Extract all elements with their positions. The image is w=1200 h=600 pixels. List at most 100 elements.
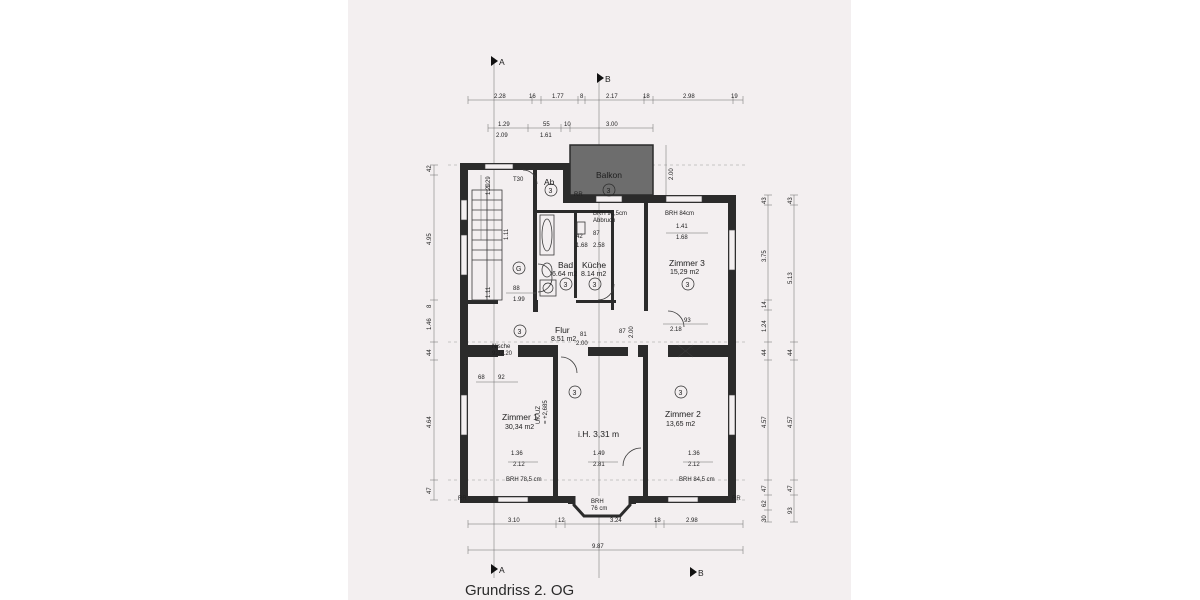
interior-walls	[468, 170, 733, 496]
brh-zimmer1: BRH 78,5 cm	[506, 477, 542, 483]
svg-text:4.57: 4.57	[762, 416, 768, 428]
svg-text:30: 30	[762, 515, 768, 522]
svg-text:1.29: 1.29	[486, 183, 492, 195]
room-number-flur: 3	[518, 329, 522, 336]
svg-text:3.24: 3.24	[610, 518, 622, 524]
plan-paper: A B A B 2.28 16 1.77 8 2.17 18 2.98 19	[348, 0, 851, 600]
svg-text:2.00: 2.00	[669, 168, 675, 180]
svg-text:19: 19	[731, 94, 738, 100]
svg-text:9.87: 9.87	[592, 544, 604, 550]
svg-text:12: 12	[558, 518, 565, 524]
room-name-flur: Flur	[555, 325, 570, 335]
top-dimension-chain-1: 2.28 16 1.77 8 2.17 18 2.98 19	[467, 94, 744, 104]
room-area-flur: 8.51 m2	[551, 336, 576, 343]
dim-st1: 88	[513, 286, 520, 292]
svg-text:1.11: 1.11	[486, 286, 492, 298]
bottom-dimension-chain: 3.10 12 3.24 18 2.98 9.87	[467, 518, 744, 554]
room-area-kueche: 8.14 m2	[581, 271, 606, 278]
dim-fl1: 87	[619, 329, 626, 335]
top-dimension-chain-2: 1.29 55 10 3.00 2.09 1.61	[487, 122, 654, 139]
ukuz-note: UK/UZ	[536, 406, 542, 424]
nische-dim: 92/2.20	[492, 351, 513, 357]
dim-k4: 2.58	[593, 243, 605, 249]
dim-z1c: 1.36	[511, 451, 523, 457]
door-note-t30: T30	[513, 177, 524, 183]
svg-text:B: B	[605, 74, 611, 84]
svg-text:18: 18	[654, 518, 661, 524]
room-number-zimmer2: 3	[679, 390, 683, 397]
inner-dimension-lines	[476, 232, 713, 463]
room-number-kueche: 3	[593, 282, 597, 289]
dim-z2c: 1.36	[688, 451, 700, 457]
svg-text:47: 47	[427, 487, 433, 494]
svg-text:2.09: 2.09	[496, 133, 508, 139]
svg-text:62: 62	[762, 500, 768, 507]
svg-text:16: 16	[529, 94, 536, 100]
rr-note-right: RR	[732, 496, 741, 502]
dim-z2d: 2.12	[688, 462, 700, 468]
dim-k2: 42	[576, 234, 583, 240]
svg-text:93: 93	[788, 507, 794, 514]
svg-text:10: 10	[564, 122, 571, 128]
svg-text:2.17: 2.17	[606, 94, 618, 100]
dim-md: 2.81	[593, 462, 605, 468]
dim-z3d: 2.18	[670, 327, 682, 333]
svg-text:44: 44	[788, 349, 794, 356]
dim-fl3: 81	[580, 332, 587, 338]
brh-zimmer2: BRH 84,5 cm	[679, 477, 715, 483]
section-marker-b-bottom: B	[690, 567, 704, 578]
section-marker-a-bottom: A	[491, 564, 505, 575]
dim-z1d: 2.12	[513, 462, 525, 468]
brh-zimmer3: BRH 84cm	[665, 211, 694, 217]
section-marker-a-top: A	[491, 56, 505, 578]
svg-text:8: 8	[427, 304, 433, 308]
room-name-zimmer2: Zimmer 2	[665, 409, 701, 419]
svg-text:1.77: 1.77	[552, 94, 564, 100]
ukuz-value: = +2,685	[543, 400, 549, 424]
dim-fl4: 2.00	[576, 341, 588, 347]
svg-text:1.24: 1.24	[762, 320, 768, 332]
dim-z3c: 93	[684, 318, 691, 324]
dim-s1: 1.29	[486, 176, 492, 188]
svg-text:3.00: 3.00	[606, 122, 618, 128]
bathroom-fixtures	[539, 214, 586, 297]
room-name-zimmer1: Zimmer 1	[502, 412, 538, 422]
right-dimension-chain-2: 43 5.13 44 4.57 47 93	[788, 194, 798, 523]
room-name-ab: Ab	[544, 177, 555, 187]
brh-bay-value: 76 cm	[591, 506, 607, 512]
room-number-mid: 3	[573, 390, 577, 397]
room-number-balkon: 3	[607, 188, 611, 195]
svg-text:55: 55	[543, 122, 550, 128]
svg-text:2.98: 2.98	[683, 94, 695, 100]
svg-text:47: 47	[788, 485, 794, 492]
svg-text:44: 44	[762, 349, 768, 356]
svg-text:5.13: 5.13	[788, 272, 794, 284]
bay-window	[568, 496, 636, 518]
right-dimension-chain-1: 43 3.75 14 1.24 44 4.57 47 62 30	[762, 194, 772, 523]
room-area-zimmer1: 30,34 m2	[505, 424, 534, 431]
room-number-markers	[512, 183, 695, 399]
svg-text:1.46: 1.46	[427, 318, 433, 330]
svg-text:4.64: 4.64	[427, 416, 433, 428]
dim-fl2: 2.00	[629, 326, 635, 338]
room-number-ab: 3	[549, 188, 553, 195]
svg-text:3.10: 3.10	[508, 518, 520, 524]
nische-label: Nische	[492, 344, 511, 350]
room-area-zimmer3: 15,29 m2	[670, 269, 699, 276]
dim-z1b: 92	[498, 375, 505, 381]
balcony: 2.00	[569, 144, 675, 196]
svg-text:43: 43	[762, 197, 768, 204]
room-name-kueche: Küche	[582, 260, 606, 270]
svg-text:1.11: 1.11	[504, 228, 510, 240]
dim-z3a: 1.41	[676, 224, 688, 230]
svg-text:B: B	[698, 568, 704, 578]
svg-text:18: 18	[643, 94, 650, 100]
room-area-zimmer2: 13,65 m2	[666, 421, 695, 428]
dim-st2: 1.99	[513, 297, 525, 303]
svg-text:2.28: 2.28	[494, 94, 506, 100]
dim-k1: 87	[593, 231, 600, 237]
svg-text:14: 14	[762, 301, 768, 308]
svg-text:47: 47	[762, 485, 768, 492]
svg-text:44: 44	[427, 349, 433, 356]
room-name-bad: Bad	[558, 260, 573, 270]
